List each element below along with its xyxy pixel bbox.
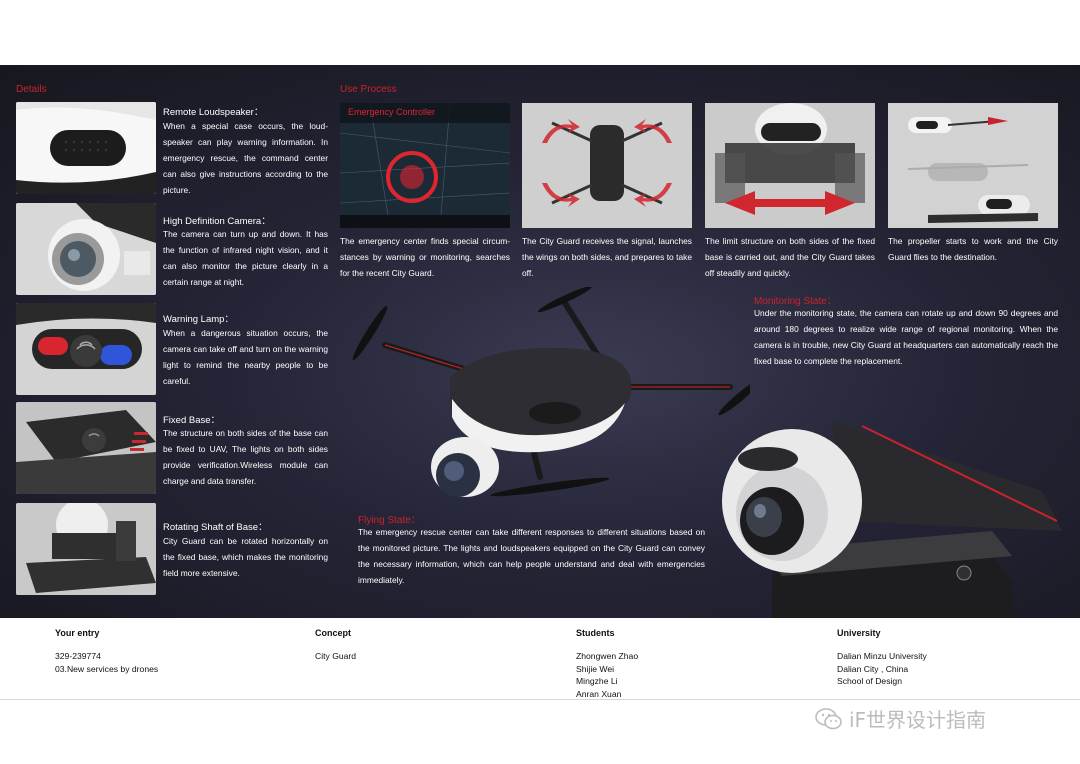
monitoring-state-title: Monitoring State： bbox=[754, 296, 837, 307]
detail-text-loudspeaker: When a special case occurs, the loud-spe… bbox=[163, 121, 328, 195]
footer-university-city: Dalian City , China bbox=[837, 663, 909, 674]
footer-concept-column: Concept City Guard bbox=[315, 628, 356, 663]
monitoring-state-text: Under the monitoring state, the camera c… bbox=[754, 308, 1058, 366]
flying-state-title: Flying State： bbox=[358, 515, 421, 526]
footer: Your entry 329-239774 03.New services by… bbox=[0, 618, 1080, 708]
process-step-1-image bbox=[340, 103, 510, 228]
wechat-icon bbox=[815, 707, 842, 729]
footer-university-name: Dalian Minzu University bbox=[837, 651, 927, 661]
docked-camera-render bbox=[712, 381, 1080, 618]
footer-student-name: Zhongwen Zhao bbox=[576, 651, 639, 661]
detail-text-fixed-base: The structure on both sides of the base … bbox=[163, 428, 328, 486]
footer-university-label: University bbox=[837, 628, 881, 638]
process-step-3-text: The limit structure on both sides of the… bbox=[705, 236, 875, 278]
detail-title-camera: High Definition Camera： bbox=[163, 216, 271, 227]
detail-title-loudspeaker: Remote Loudspeaker： bbox=[163, 107, 264, 118]
footer-university-column: University Dalian Minzu University Dalia… bbox=[837, 628, 927, 688]
loudspeaker-image bbox=[16, 102, 156, 194]
detail-text-warning-lamp: When a dangerous situation occurs, the c… bbox=[163, 328, 328, 386]
detail-title-fixed-base: Fixed Base： bbox=[163, 415, 221, 426]
drone-flying-render bbox=[340, 285, 762, 505]
footer-student-name: Anran Xuan bbox=[576, 688, 622, 699]
process-step-3-image bbox=[705, 103, 875, 228]
footer-entry-number: 329-239774 bbox=[55, 651, 101, 661]
footer-students-label: Students bbox=[576, 628, 615, 638]
footer-divider bbox=[0, 699, 1080, 700]
footer-university-school: School of Design bbox=[837, 676, 902, 686]
footer-student-name: Shijie Wei bbox=[576, 663, 615, 674]
footer-concept-name: City Guard bbox=[315, 651, 357, 661]
use-process-section-title: Use Process bbox=[340, 84, 397, 95]
detail-title-warning-lamp: Warning Lamp： bbox=[163, 314, 234, 325]
watermark: iF世界设计指南 bbox=[815, 704, 986, 733]
emergency-controller-overlay: Emergency Controller bbox=[348, 107, 436, 117]
process-step-1-text: The emergency center finds special circu… bbox=[340, 236, 510, 278]
detail-title-rotating-shaft: Rotating Shaft of Base： bbox=[163, 522, 268, 533]
flying-state-text: The emergency rescue center can take dif… bbox=[358, 527, 705, 585]
detail-text-camera: The camera can turn up and down. It has … bbox=[163, 229, 328, 287]
fixed-base-image bbox=[16, 402, 156, 494]
rotating-shaft-image bbox=[16, 503, 156, 595]
footer-concept-label: Concept bbox=[315, 628, 351, 638]
footer-entry-column: Your entry 329-239774 03.New services by… bbox=[55, 628, 158, 675]
process-step-4-text: The propeller starts to work and the Cit… bbox=[888, 236, 1058, 262]
process-step-4-image bbox=[888, 103, 1058, 228]
details-section-title: Details bbox=[16, 84, 47, 95]
process-step-2-image bbox=[522, 103, 692, 228]
poster-panel: Details Use Process Remote Loudspeaker： … bbox=[0, 65, 1080, 618]
footer-students-column: Students Zhongwen Zhao Shijie Wei Mingzh… bbox=[576, 628, 638, 700]
footer-entry-category: 03.New services by drones bbox=[55, 663, 159, 674]
warning-lamp-image bbox=[16, 303, 156, 395]
footer-student-name: Mingzhe Li bbox=[576, 676, 618, 686]
camera-image bbox=[16, 203, 156, 295]
watermark-text: iF世界设计指南 bbox=[849, 708, 987, 732]
process-step-2-text: The City Guard receives the signal, laun… bbox=[522, 236, 692, 278]
detail-text-rotating-shaft: City Guard can be rotated horizontally o… bbox=[163, 536, 328, 578]
footer-entry-label: Your entry bbox=[55, 628, 100, 638]
